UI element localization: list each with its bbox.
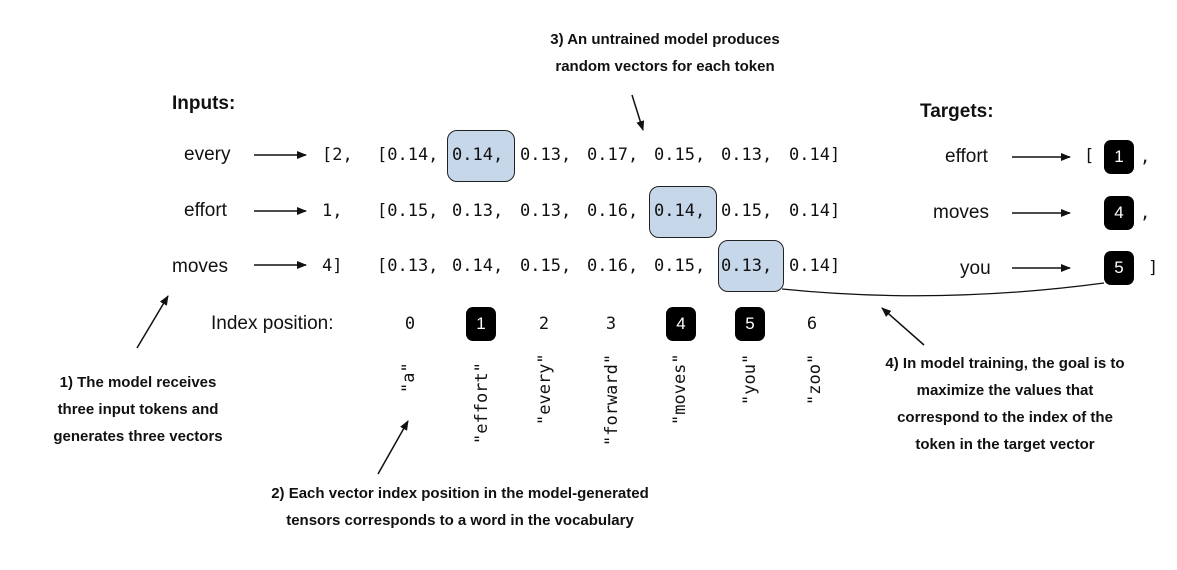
vector-row2-val2: 0.13,	[520, 201, 572, 221]
annotation-2-line2: tensors corresponds to a word in the voc…	[286, 512, 634, 529]
highlight-row1-index1	[447, 130, 515, 182]
index-0: 0	[404, 314, 416, 334]
annotation-2-line1: 2) Each vector index position in the mod…	[271, 485, 649, 502]
annotation-4-line2: maximize the values that	[916, 382, 1094, 399]
target-open-bracket: [	[1084, 146, 1095, 166]
vector-row2-val6: 0.14]	[789, 201, 841, 221]
vocab-word-forward: "forward"	[602, 353, 622, 446]
vector-row3-val1: 0.14,	[452, 256, 504, 276]
vector-row1-val6: 0.14]	[789, 145, 841, 165]
highlight-row3-index5	[718, 240, 784, 292]
vector-row1-val5: 0.13,	[721, 145, 773, 165]
vocab-word-every: "every"	[535, 353, 555, 425]
index-6: 6	[806, 314, 818, 334]
annotation-3-line2: random vectors for each token	[555, 58, 775, 75]
index-5-badge: 5	[735, 307, 765, 341]
index-4-badge: 4	[666, 307, 696, 341]
annotation-1-line3: generates three vectors	[53, 428, 223, 445]
vocab-word-effort: "effort"	[472, 362, 492, 444]
vector-row2-val5: 0.15,	[721, 201, 773, 221]
vector-row2-val0: [0.15,	[377, 201, 439, 221]
vector-row2-val3: 0.16,	[587, 201, 639, 221]
annotation-1: 1) The model receives three input tokens…	[28, 369, 248, 450]
vocab-word-a: "a"	[399, 362, 419, 393]
annotation-4-line4: token in the target vector	[915, 436, 1095, 453]
input-word-row3: moves	[172, 256, 228, 277]
target-word-row3: you	[960, 258, 991, 279]
vocab-word-you: "you"	[740, 353, 760, 405]
vector-row1-val4: 0.15,	[654, 145, 706, 165]
input-id-row1: [2,	[322, 145, 353, 165]
annotation-2: 2) Each vector index position in the mod…	[230, 480, 690, 534]
annotation-4: 4) In model training, the goal is to max…	[860, 350, 1150, 458]
pointer-note2	[377, 420, 409, 475]
target-comma-row1: ,	[1140, 147, 1151, 167]
vector-row1-val0: [0.14,	[377, 145, 439, 165]
input-word-row1: every	[184, 144, 231, 165]
target-badge-row1: 1	[1104, 140, 1134, 174]
input-id-row3: 4]	[322, 256, 343, 276]
target-close-bracket: ]	[1148, 258, 1159, 278]
vector-row3-val0: [0.13,	[377, 256, 439, 276]
annotation-4-line3: correspond to the index of the	[897, 409, 1113, 426]
target-badge-row3: 5	[1104, 251, 1134, 285]
index-3: 3	[605, 314, 617, 334]
index-1-badge: 1	[466, 307, 496, 341]
input-id-row2: 1,	[322, 201, 343, 221]
vector-row3-val5: 0.13,	[721, 256, 773, 276]
annotation-1-line1: 1) The model receives	[59, 374, 217, 391]
annotation-4-line1: 4) In model training, the goal is to	[885, 355, 1125, 372]
vector-row3-val3: 0.16,	[587, 256, 639, 276]
annotation-1-line2: three input tokens and	[57, 401, 219, 418]
vector-row1-val3: 0.17,	[587, 145, 639, 165]
index-position-label: Index position:	[211, 313, 334, 334]
vector-row1-val2: 0.13,	[520, 145, 572, 165]
vector-row2-val1: 0.13,	[452, 201, 504, 221]
highlight-row2-index4	[649, 186, 717, 238]
target-word-row2: moves	[933, 202, 989, 223]
vector-row1-val1: 0.14,	[452, 145, 504, 165]
connector-curve	[781, 282, 1105, 297]
vector-row3-val6: 0.14]	[789, 256, 841, 276]
index-2: 2	[538, 314, 550, 334]
vector-row2-val4: 0.14,	[654, 201, 706, 221]
target-comma-row2: ,	[1140, 203, 1151, 223]
pointer-note1	[136, 295, 169, 349]
vocab-word-moves: "moves"	[670, 353, 690, 425]
pointer-note4	[881, 307, 925, 346]
annotation-3: 3) An untrained model produces random ve…	[520, 26, 810, 80]
annotation-3-line1: 3) An untrained model produces	[550, 31, 780, 48]
vector-row3-val2: 0.15,	[520, 256, 572, 276]
vocab-word-zoo: "zoo"	[805, 353, 825, 405]
target-badge-row2: 4	[1104, 196, 1134, 230]
input-word-row2: effort	[184, 200, 227, 221]
inputs-header: Inputs:	[172, 93, 236, 114]
pointer-note3	[631, 94, 645, 131]
targets-header: Targets:	[920, 101, 994, 122]
target-word-row1: effort	[945, 146, 988, 167]
vector-row3-val4: 0.15,	[654, 256, 706, 276]
